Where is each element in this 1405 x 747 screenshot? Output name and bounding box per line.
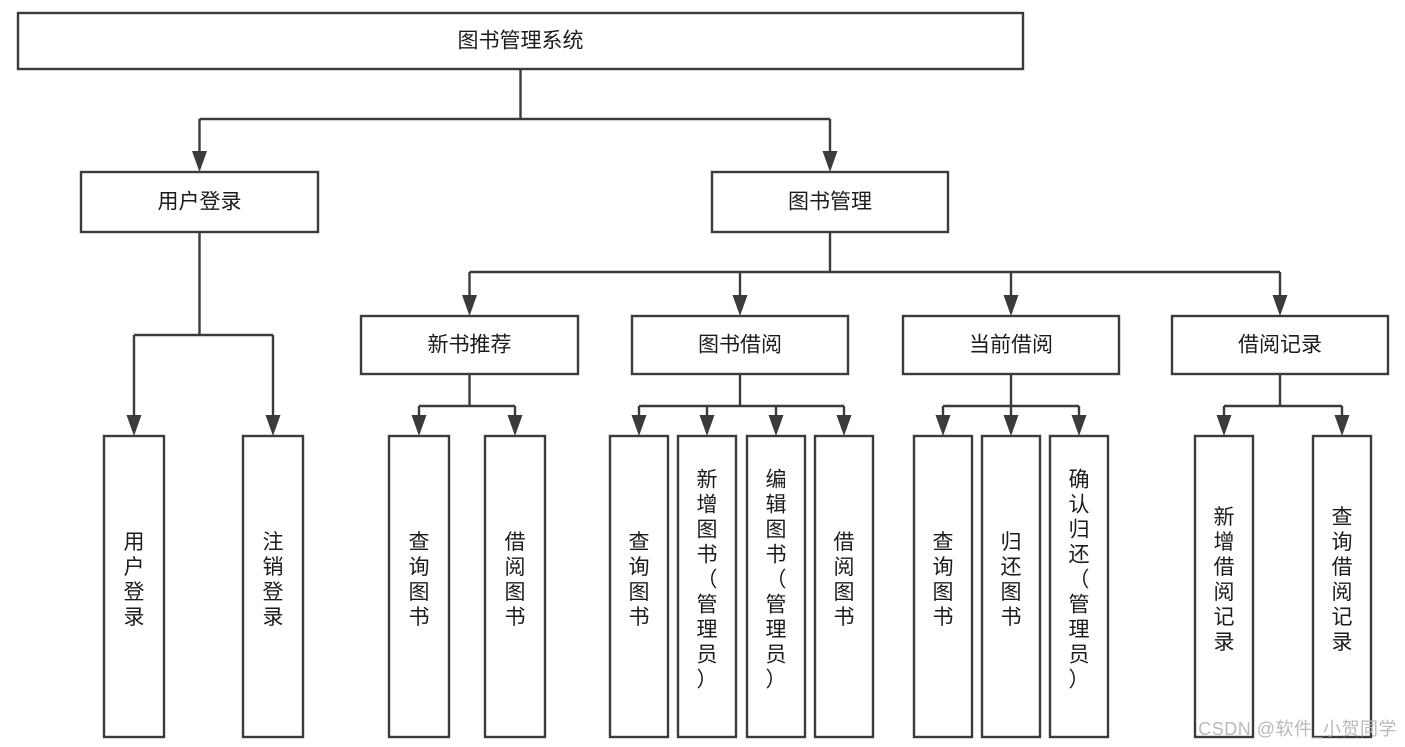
node-label: 图书借阅 <box>698 334 782 357</box>
node-box <box>745 434 807 739</box>
arrow-head-icon <box>126 415 142 436</box>
node-label: 查询借阅记录 <box>1332 506 1353 654</box>
node-label: 用户登录 <box>158 191 242 214</box>
node-leaf-add-borrow-record[interactable]: 新增借阅记录 <box>1193 434 1255 739</box>
node-leaf-add-book-admin[interactable]: 新增图书（管理员） <box>676 434 738 739</box>
arrow-head-icon <box>462 295 477 316</box>
node-leaf-borrow-book-rec[interactable]: 借阅图书 <box>483 434 547 739</box>
node-borrow-record[interactable]: 借阅记录 <box>1170 314 1390 376</box>
watermark-label: CSDN @软件_小贺同学 <box>1198 719 1397 739</box>
node-label: 图书管理系统 <box>458 30 584 53</box>
node-leaf-confirm-return-admin[interactable]: 确认归还（管理员） <box>1048 434 1110 739</box>
node-box <box>813 434 875 739</box>
arrow-head-icon <box>836 415 852 436</box>
node-box <box>1193 434 1255 739</box>
node-box <box>1048 434 1110 739</box>
node-leaf-edit-book-admin[interactable]: 编辑图书（管理员） <box>745 434 807 739</box>
arrow-head-icon <box>507 415 523 436</box>
node-box <box>912 434 974 739</box>
node-box <box>980 434 1042 739</box>
arrow-head-icon <box>1334 415 1350 436</box>
node-label: 当前借阅 <box>969 334 1053 357</box>
node-box <box>483 434 547 739</box>
node-label: 新增借阅记录 <box>1214 506 1235 654</box>
node-label: 借阅记录 <box>1238 334 1322 357</box>
node-label: 借阅图书 <box>505 531 526 629</box>
node-leaf-query-book-cur[interactable]: 查询图书 <box>912 434 974 739</box>
node-label: 查询图书 <box>933 531 954 629</box>
arrow-head-icon <box>411 415 427 436</box>
node-box <box>387 434 451 739</box>
node-box <box>710 170 950 234</box>
node-label: 查询图书 <box>409 531 430 629</box>
node-user-login[interactable]: 用户登录 <box>79 170 320 234</box>
node-box <box>241 434 305 739</box>
node-label: 查询图书 <box>629 531 650 629</box>
node-box <box>608 434 670 739</box>
node-label: 编辑图书（管理员） <box>766 469 787 692</box>
node-leaf-return-book[interactable]: 归还图书 <box>980 434 1042 739</box>
arrow-head-icon <box>732 295 748 316</box>
node-label: 新增图书（管理员） <box>697 469 718 692</box>
node-leaf-borrow-book[interactable]: 借阅图书 <box>813 434 875 739</box>
arrow-head-icon <box>1071 415 1087 436</box>
node-box <box>1311 434 1373 739</box>
node-leaf-query-borrow-record[interactable]: 查询借阅记录 <box>1311 434 1373 739</box>
arrow-head-icon <box>1272 295 1288 316</box>
node-leaf-query-book-borrow[interactable]: 查询图书 <box>608 434 670 739</box>
arrow-head-icon <box>631 415 647 436</box>
node-leaf-query-book-rec[interactable]: 查询图书 <box>387 434 451 739</box>
arrow-head-icon <box>768 415 784 436</box>
node-label: 借阅图书 <box>834 531 855 629</box>
arrow-head-icon <box>1003 295 1019 316</box>
node-box <box>102 434 166 739</box>
node-label: 注销登录 <box>263 531 284 629</box>
arrow-head-icon <box>1216 415 1232 436</box>
node-root[interactable]: 图书管理系统 <box>16 11 1025 71</box>
node-label: 图书管理 <box>788 191 872 214</box>
node-leaf-logout-login[interactable]: 注销登录 <box>241 434 305 739</box>
edges-layer <box>126 69 1350 436</box>
node-box <box>359 314 580 376</box>
node-label: 用户登录 <box>124 531 145 629</box>
node-label: 新书推荐 <box>428 334 512 357</box>
arrow-head-icon <box>935 415 951 436</box>
node-box <box>630 314 850 376</box>
node-book-manage[interactable]: 图书管理 <box>710 170 950 234</box>
nodes-layer: 图书管理系统用户登录图书管理新书推荐图书借阅当前借阅借阅记录用户登录注销登录查询… <box>16 11 1390 739</box>
node-box <box>901 314 1121 376</box>
node-current-borrow[interactable]: 当前借阅 <box>901 314 1121 376</box>
arrow-head-icon <box>265 415 281 436</box>
node-book-borrow[interactable]: 图书借阅 <box>630 314 850 376</box>
arrow-head-icon <box>822 151 838 172</box>
node-box <box>676 434 738 739</box>
node-box <box>1170 314 1390 376</box>
arrow-head-icon <box>1003 415 1019 436</box>
node-new-book-recommend[interactable]: 新书推荐 <box>359 314 580 376</box>
node-box <box>79 170 320 234</box>
arrow-head-icon <box>192 151 207 172</box>
node-label: 确认归还（管理员） <box>1069 469 1090 692</box>
node-label: 归还图书 <box>1001 531 1022 629</box>
arrow-head-icon <box>699 415 715 436</box>
node-box <box>16 11 1025 71</box>
node-leaf-user-login[interactable]: 用户登录 <box>102 434 166 739</box>
